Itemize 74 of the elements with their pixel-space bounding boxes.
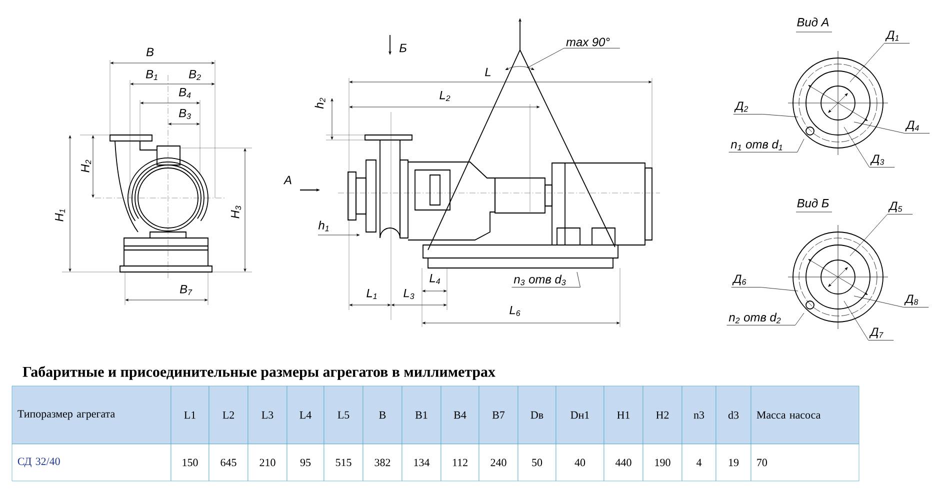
leader-line: [844, 300, 894, 340]
leader-text: Д$_{1}$: [885, 30, 898, 42]
table-cell: 19: [716, 444, 752, 482]
leader-line: [844, 126, 895, 168]
table-cell: B4: [440, 386, 480, 444]
leader-text: Д$_{7}$: [869, 328, 884, 338]
dimension-label: L$_{3}$: [404, 288, 414, 300]
dimension-label: В$_{3}$: [178, 108, 191, 120]
flange-view-drawing: [788, 50, 888, 156]
dimension-label: L$_{4}$: [430, 274, 440, 284]
table-cell: 134: [402, 444, 442, 482]
leader-line: [854, 122, 930, 134]
table-cell: B: [362, 386, 402, 444]
table-cell: 112: [440, 444, 480, 482]
dimension-label: В$_{2}$: [188, 70, 201, 80]
leader-line: [850, 214, 913, 256]
leader-line: [726, 312, 804, 326]
dimension-label: В$_{4}$: [178, 88, 191, 98]
dimension-label: h$_{2}$: [314, 98, 326, 109]
table-cell: Dн1: [556, 386, 604, 444]
dimension-label: Б: [399, 44, 406, 52]
table-cell: 440: [604, 444, 644, 482]
leader-text: Д$_{8}$: [904, 294, 918, 306]
dimension-label: А: [283, 176, 292, 184]
table-cell: L4: [286, 386, 324, 444]
dimension-label: L$_{1}$: [366, 289, 377, 299]
table-cell: n3: [682, 386, 716, 444]
table-cell: H1: [604, 386, 644, 444]
leader-line: [854, 296, 929, 308]
table-cell: 40: [556, 444, 604, 482]
table-cell: 50: [518, 444, 556, 482]
table-cell: L3: [248, 386, 288, 444]
table-cell: L1: [170, 386, 210, 444]
table-cell: B1: [402, 386, 442, 444]
table-cell: L2: [208, 386, 248, 444]
table-cell: 240: [478, 444, 518, 482]
leader-line: [850, 43, 910, 82]
dimension-label: В$_{7}$: [180, 285, 192, 295]
leader-text: n$_{1}$ отв d$_{1}$: [730, 140, 782, 150]
leader-text: Д$_{5}$: [888, 202, 902, 212]
flange-view-drawing: [788, 224, 888, 330]
dimension-label: Вид Б: [797, 198, 829, 208]
dimension-label: L$_{6}$: [510, 306, 520, 316]
leader-text: n$_{3}$ отв d$_{3}$: [514, 274, 566, 286]
table-cell: 95: [286, 444, 324, 482]
table-title: Габаритные и присоединительные размеры агрегатов в миллиметрах: [22, 366, 496, 380]
leader-line: [728, 138, 804, 152]
dimension-label: В: [146, 48, 154, 56]
leader-line: [512, 272, 580, 288]
table-cell: Dв: [518, 386, 556, 444]
table-cell: 4: [682, 444, 716, 482]
dimension-label: Н$_{2}$: [81, 160, 92, 172]
leader-text: Д$_{6}$: [732, 274, 746, 286]
leader-text: Д$_{3}$: [870, 154, 884, 166]
table-cell: d3: [716, 386, 752, 444]
table-cell: 150: [170, 444, 210, 482]
dimension-label: Н$_{3}$: [230, 206, 242, 218]
leader-text: n$_{2}$ отв d$_{2}$: [728, 312, 781, 324]
table-cell: 382: [362, 444, 402, 482]
dimension-label: h$_{1}$: [318, 220, 329, 232]
table-cell: 645: [208, 444, 248, 482]
table-cell: L5: [324, 386, 364, 444]
dimension-label: В$_{1}$: [146, 70, 158, 80]
table-cell: 210: [248, 444, 288, 482]
dimension-label: Вид А: [797, 18, 829, 26]
table-cell: 515: [324, 444, 364, 482]
table-cell: H2: [642, 386, 682, 444]
leader-line: [731, 287, 798, 292]
leader-text: Д$_{2}$: [734, 102, 748, 112]
table-cell: 190: [642, 444, 682, 482]
table-cell: B7: [478, 386, 518, 444]
dimension-label: Н$_{1}$: [55, 209, 66, 222]
leader-text: Д$_{4}$: [905, 120, 919, 132]
leader-line: [733, 114, 798, 118]
